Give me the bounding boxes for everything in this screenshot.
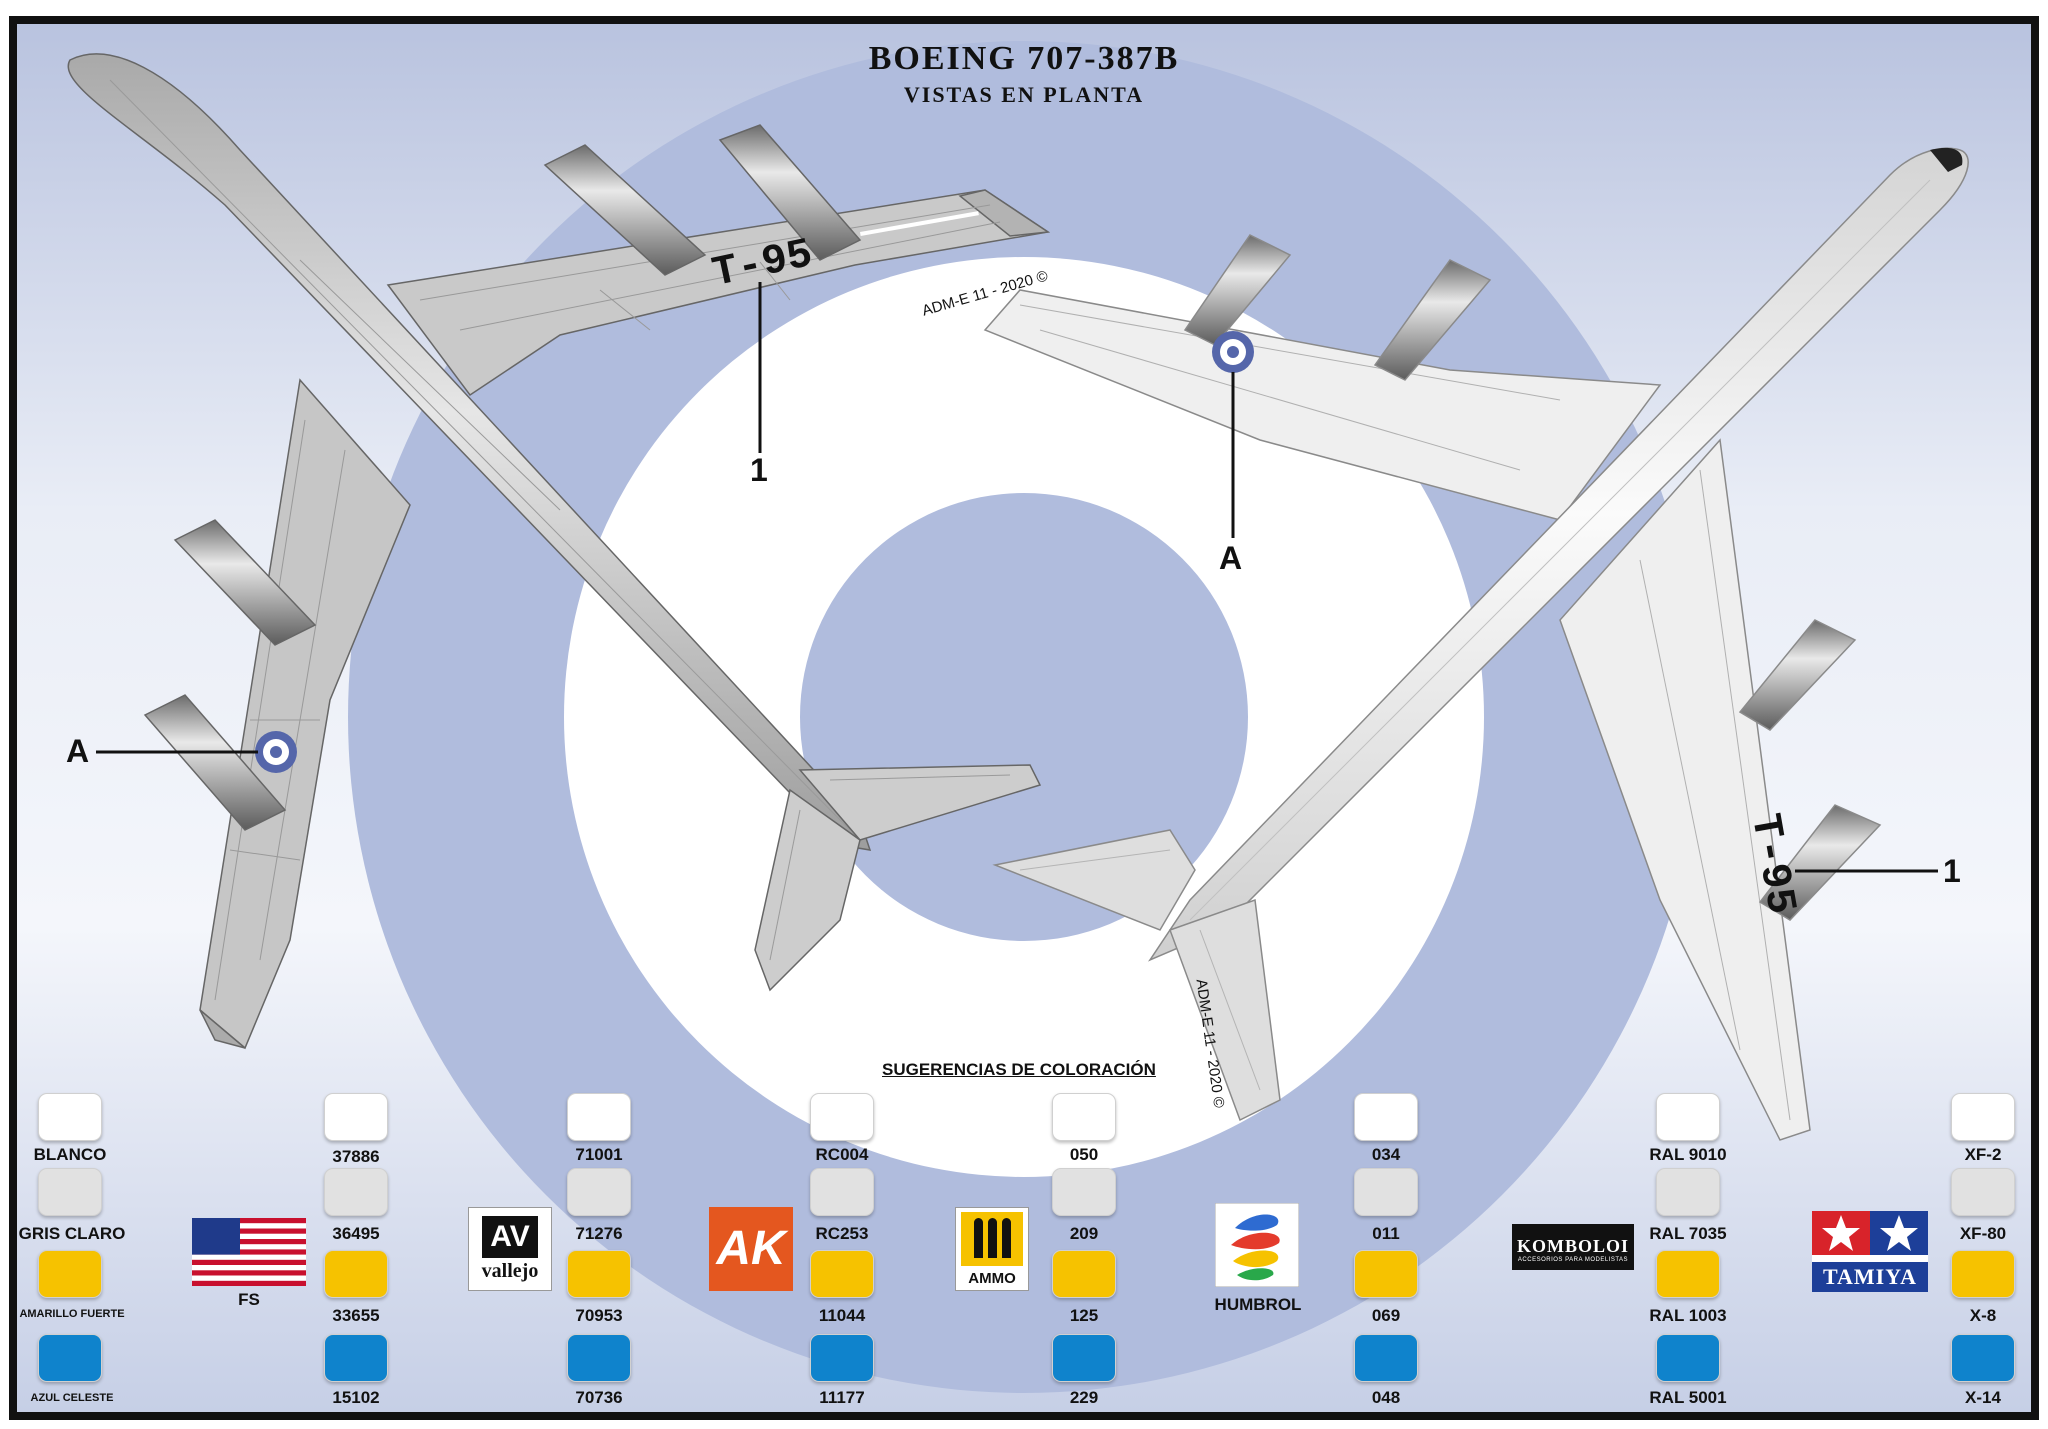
aircraft-top-view	[67, 53, 1051, 1050]
komboloi-logo-tagline: ACCESORIOS PARA MODELISTAS	[1517, 1257, 1629, 1263]
swatch-komboloi-blue	[1656, 1334, 1720, 1382]
code-komboloi-gray: RAL 7035	[1649, 1224, 1727, 1243]
us-flag-icon	[192, 1218, 306, 1286]
swatch-ammo-white	[1052, 1093, 1116, 1141]
code-tamiya-gray: XF-80	[1959, 1224, 2007, 1243]
code-humbrol-gray: 011	[1372, 1224, 1400, 1243]
code-tamiya-blue: X-14	[1965, 1388, 2001, 1407]
ak-logo: AK	[709, 1207, 793, 1291]
vallejo-logo-text: vallejo	[481, 1260, 539, 1282]
komboloi-logo-text: KOMBOLOI	[1516, 1236, 1629, 1256]
swatch-ak-white	[810, 1093, 874, 1141]
swatch-vallejo-blue	[567, 1334, 631, 1382]
swatch-ammo-gray	[1052, 1168, 1116, 1216]
callout-1-right: 1	[1943, 853, 1961, 889]
color-name-white: BLANCO	[33, 1145, 107, 1164]
code-ak-yellow: 11044	[818, 1306, 866, 1325]
tamiya-stars-icon	[1812, 1211, 1928, 1255]
code-komboloi-white: RAL 9010	[1649, 1145, 1727, 1164]
aircraft-bottom-view	[983, 147, 1969, 1141]
code-ammo-white: 050	[1069, 1145, 1099, 1164]
roundel-marking-left	[255, 731, 297, 773]
code-vallejo-white: 71001	[575, 1145, 623, 1164]
swatch-fs-gray	[324, 1168, 388, 1216]
code-ak-gray: RC253	[815, 1224, 869, 1243]
color-name-yellow: AMARILLO FUERTE	[19, 1308, 125, 1320]
callout-a-right: A	[1219, 540, 1243, 576]
code-vallejo-yellow: 70953	[575, 1306, 623, 1325]
code-fs-white: 37886	[332, 1147, 380, 1166]
palette-heading: SUGERENCIAS DE COLORACIÓN	[882, 1060, 1156, 1079]
swatch-tamiya-white	[1951, 1093, 2015, 1141]
code-tamiya-yellow: X-8	[1969, 1306, 1997, 1325]
swatch-fs-blue	[324, 1334, 388, 1382]
code-tamiya-white: XF-2	[1964, 1145, 2002, 1164]
swatch-white	[38, 1093, 102, 1141]
tamiya-logo-text: TAMIYA	[1812, 1262, 1928, 1292]
code-ammo-gray: 209	[1069, 1224, 1099, 1243]
code-humbrol-blue: 048	[1371, 1388, 1401, 1407]
code-humbrol-yellow: 069	[1371, 1306, 1401, 1325]
swatch-fs-yellow	[324, 1250, 388, 1298]
swatch-ammo-blue	[1052, 1334, 1116, 1382]
swatch-ak-yellow	[810, 1250, 874, 1298]
vallejo-logo: AV vallejo	[468, 1207, 552, 1291]
brand-name-fs: FS	[238, 1290, 260, 1309]
swatch-vallejo-gray	[567, 1168, 631, 1216]
swatch-humbrol-yellow	[1354, 1250, 1418, 1298]
swatch-komboloi-white	[1656, 1093, 1720, 1141]
swatch-tamiya-gray	[1951, 1168, 2015, 1216]
swatch-komboloi-gray	[1656, 1168, 1720, 1216]
komboloi-logo: KOMBOLOI ACCESORIOS PARA MODELISTAS	[1512, 1224, 1634, 1270]
ammo-logo: AMMO	[955, 1207, 1029, 1291]
brand-name-humbrol: HUMBROL	[1214, 1295, 1302, 1314]
code-fs-blue: 15102	[332, 1388, 380, 1407]
code-komboloi-blue: RAL 5001	[1649, 1388, 1727, 1407]
code-vallejo-blue: 70736	[575, 1388, 623, 1407]
swatch-ammo-yellow	[1052, 1250, 1116, 1298]
code-fs-gray: 36495	[332, 1224, 380, 1243]
code-ak-white: RC004	[815, 1145, 869, 1164]
swatch-vallejo-white	[567, 1093, 631, 1141]
code-ammo-yellow: 125	[1069, 1306, 1099, 1325]
code-fs-yellow: 33655	[332, 1306, 380, 1325]
callout-1-top: 1	[750, 452, 768, 488]
swatch-ak-blue	[810, 1334, 874, 1382]
roundel-background	[348, 41, 1700, 1393]
color-name-light-gray: GRIS CLARO	[18, 1224, 126, 1243]
swatch-vallejo-yellow	[567, 1250, 631, 1298]
code-humbrol-white: 034	[1371, 1145, 1401, 1164]
swatch-sky-blue	[38, 1334, 102, 1382]
callout-a-left: A	[66, 733, 90, 769]
tamiya-logo: TAMIYA	[1812, 1211, 1928, 1292]
ammo-logo-mark	[961, 1212, 1023, 1266]
ammo-logo-text: AMMO	[968, 1270, 1016, 1287]
callout-lines	[96, 282, 1938, 873]
swatch-light-gray	[38, 1168, 102, 1216]
roundel-marking-right	[1212, 331, 1254, 373]
swatch-ak-gray	[810, 1168, 874, 1216]
code-ak-blue: 11177	[819, 1388, 865, 1407]
code-ammo-blue: 229	[1069, 1388, 1099, 1407]
page-title: BOEING 707-387B	[868, 40, 1180, 77]
page-subtitle: VISTAS EN PLANTA	[903, 82, 1145, 107]
swatch-humbrol-gray	[1354, 1168, 1418, 1216]
swatch-humbrol-white	[1354, 1093, 1418, 1141]
code-komboloi-yellow: RAL 1003	[1649, 1306, 1727, 1325]
vallejo-logo-mark: AV	[482, 1216, 538, 1258]
color-name-sky-blue: AZUL CELESTE	[30, 1392, 114, 1404]
swatch-humbrol-blue	[1354, 1334, 1418, 1382]
humbrol-logo	[1215, 1203, 1299, 1287]
code-vallejo-gray: 71276	[575, 1224, 623, 1243]
swatch-tamiya-blue	[1951, 1334, 2015, 1382]
swatch-fs-white	[324, 1093, 388, 1141]
swatch-yellow	[38, 1250, 102, 1298]
swatch-tamiya-yellow	[1951, 1250, 2015, 1298]
swatch-komboloi-yellow	[1656, 1250, 1720, 1298]
